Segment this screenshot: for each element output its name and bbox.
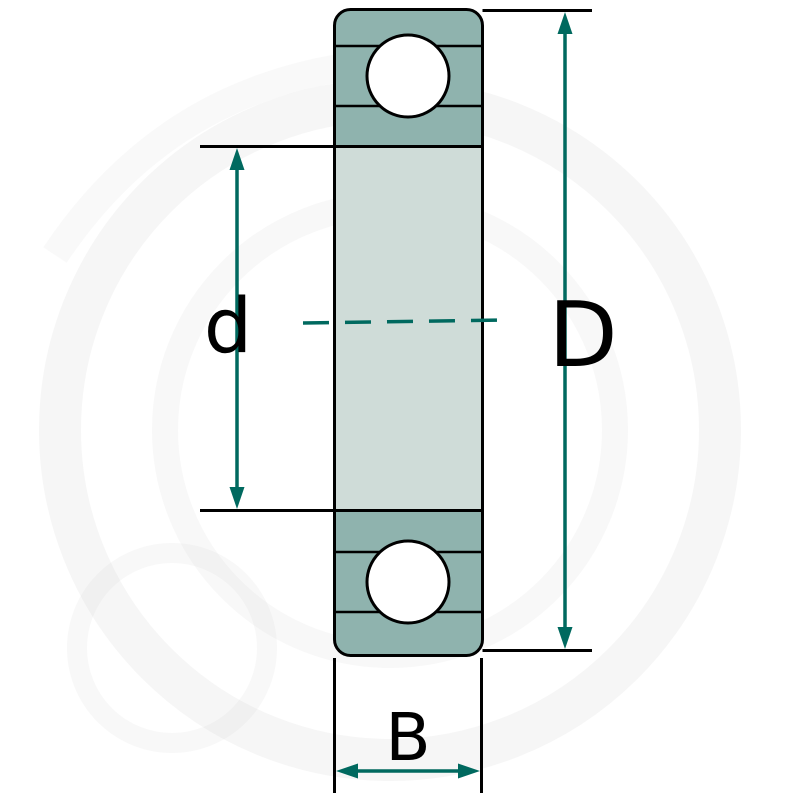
arrowhead-d-down [229, 487, 245, 509]
centerline [302, 318, 506, 325]
arrowhead-B-left [336, 763, 358, 779]
arrowhead-D-down [557, 627, 573, 649]
label-inner-diameter: d [204, 281, 252, 370]
arrowhead-D-up [557, 12, 573, 34]
bearing-cross-section [302, 8, 506, 657]
dimension-width: B [333, 658, 483, 793]
arrowhead-d-up [229, 148, 245, 170]
watermark-ring-small [67, 543, 277, 753]
bearing-body [334, 9, 483, 656]
bearing-outline [333, 8, 484, 657]
arrowhead-B-right [458, 763, 480, 779]
ball-bottom [365, 539, 451, 625]
dimension-inner-diameter: d [200, 145, 335, 512]
ball-top [365, 33, 451, 119]
label-width: B [385, 699, 430, 776]
label-outer-diameter: D [548, 283, 617, 388]
dimension-outer-diameter: D [482, 9, 618, 652]
